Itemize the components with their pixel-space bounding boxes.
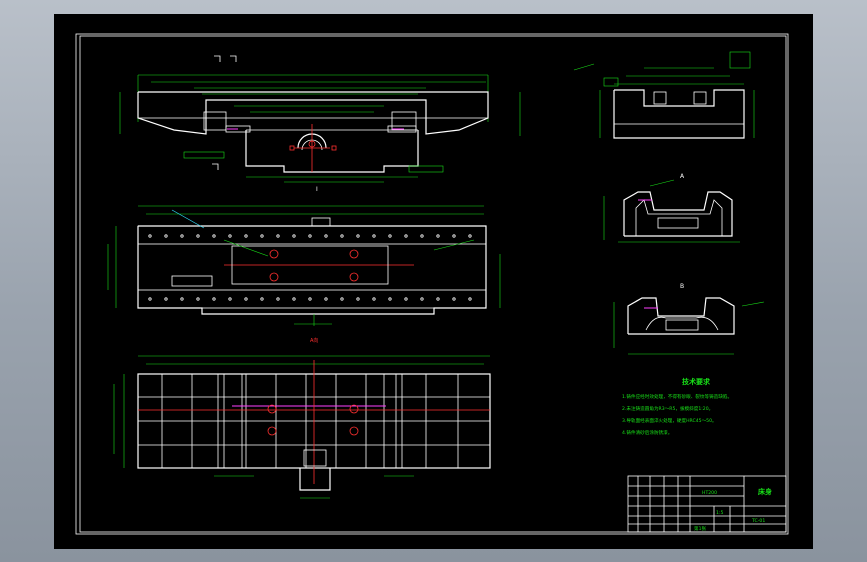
plan-view-label: A向 <box>310 337 318 344</box>
title-part-name: 床身 <box>758 487 772 496</box>
tech-note-3: 3.导轨面经表面淬火处理，硬度HRC45～50。 <box>622 417 717 424</box>
sheet-inner-border <box>79 35 787 533</box>
section-a-label: A <box>680 173 685 180</box>
front-view-label: I <box>316 186 318 193</box>
technical-requirements: 技术要求 1.铸件应经时效处理，不得有砂眼、裂纹等铸造缺陷。 2.未注铸造圆角为… <box>622 377 732 436</box>
title-material: HT200 <box>702 490 717 496</box>
rail-hole-row-top <box>148 234 472 238</box>
tech-title: 技术要求 <box>682 377 711 386</box>
plan-view: A向 <box>113 337 491 499</box>
sheet-outer-border <box>75 33 789 535</box>
title-scale: 1:5 <box>716 510 723 516</box>
title-sheet: 第1张 <box>694 525 707 532</box>
drawing-canvas[interactable]: I <box>54 14 813 549</box>
tech-note-4: 4.铸件清砂后涂防锈漆。 <box>622 429 672 436</box>
section-b-view: B <box>613 283 765 355</box>
tech-note-2: 2.未注铸造圆角为R3～R5，拔模斜度1:20。 <box>622 405 713 412</box>
section-b-label: B <box>680 283 684 290</box>
title-block: 床身 TC-01 1:5 HT200 第1张 <box>627 475 787 533</box>
cad-drawing: I <box>75 33 789 535</box>
end-section-view <box>573 51 755 139</box>
rail-hole-row-bottom <box>148 297 472 301</box>
front-view: I <box>119 55 521 193</box>
tech-note-1: 1.铸件应经时效处理，不得有砂眼、裂纹等铸造缺陷。 <box>622 393 732 400</box>
title-drawing-no: TC-01 <box>751 518 765 524</box>
side-elevation-view <box>107 205 501 326</box>
section-a-view: A <box>603 173 740 243</box>
